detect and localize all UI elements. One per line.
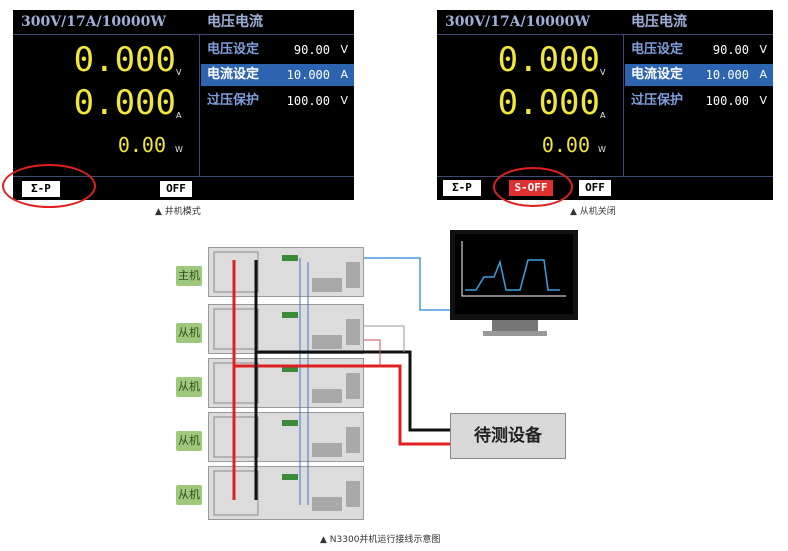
setting-value: 100.00: [286, 94, 330, 108]
setting-current[interactable]: 电流设定 10.000 A: [201, 64, 354, 86]
setting-unit: V: [759, 94, 767, 107]
setting-label: 电压设定: [631, 42, 684, 57]
setting-label: 电流设定: [207, 67, 260, 82]
setting-label: 过压保护: [207, 93, 260, 108]
setting-unit: V: [759, 43, 767, 56]
label-slave: 从机: [176, 431, 202, 451]
setting-label: 电压设定: [207, 42, 260, 57]
voltage-unit: V: [176, 68, 182, 77]
mode-title: 电压电流: [207, 14, 263, 30]
setting-value: 90.00: [293, 43, 330, 57]
current-readout: 0.000: [73, 83, 176, 123]
setting-value: 10.000: [705, 68, 749, 82]
power-unit: W: [598, 145, 606, 154]
setting-value: 10.000: [286, 68, 330, 82]
model-spec: 300V/17A/10000W: [21, 14, 167, 30]
setting-voltage[interactable]: 电压设定 90.00 V: [201, 39, 354, 61]
voltage-readout: 0.000: [73, 40, 176, 80]
setting-ovp[interactable]: 过压保护 100.00 V: [625, 90, 773, 112]
setting-value: 100.00: [705, 94, 749, 108]
highlight-ring: [2, 164, 96, 208]
setting-label: 电流设定: [631, 67, 684, 82]
label-slave: 从机: [176, 323, 202, 343]
off-button[interactable]: OFF: [579, 180, 611, 196]
setting-unit: V: [340, 43, 348, 56]
power-unit: W: [175, 145, 183, 154]
current-unit: A: [600, 111, 606, 120]
caption-wiring: ▲ N3300并机运行接线示意图: [320, 535, 441, 545]
highlight-ring: [493, 167, 573, 207]
setting-unit: V: [340, 94, 348, 107]
voltage-readout: 0.000: [497, 40, 600, 80]
setting-current[interactable]: 电流设定 10.000 A: [625, 64, 773, 86]
label-slave: 从机: [176, 377, 202, 397]
caption-parallel-mode: ▲ 并机模式: [155, 207, 201, 217]
label-master: 主机: [176, 266, 202, 286]
setting-label: 过压保护: [631, 93, 684, 108]
slave-off-screen: 300V/17A/10000W 电压电流 0.000 V 0.000 A 0.0…: [437, 10, 773, 200]
setting-voltage[interactable]: 电压设定 90.00 V: [625, 39, 773, 61]
setting-unit: A: [340, 68, 348, 81]
mode-title: 电压电流: [631, 14, 687, 30]
model-spec: 300V/17A/10000W: [445, 14, 591, 30]
current-readout: 0.000: [497, 83, 600, 123]
off-button[interactable]: OFF: [160, 181, 192, 197]
voltage-unit: V: [600, 68, 606, 77]
current-unit: A: [176, 111, 182, 120]
setting-value: 90.00: [712, 43, 749, 57]
label-slave: 从机: [176, 485, 202, 505]
power-readout: 0.00: [541, 133, 590, 157]
power-readout: 0.00: [117, 133, 166, 157]
setting-ovp[interactable]: 过压保护 100.00 V: [201, 90, 354, 112]
sigma-p-button[interactable]: Σ-P: [443, 180, 481, 196]
caption-slave-off: ▲ 从机关闭: [570, 207, 616, 217]
device-under-test: 待测设备: [450, 413, 566, 459]
setting-unit: A: [759, 68, 767, 81]
